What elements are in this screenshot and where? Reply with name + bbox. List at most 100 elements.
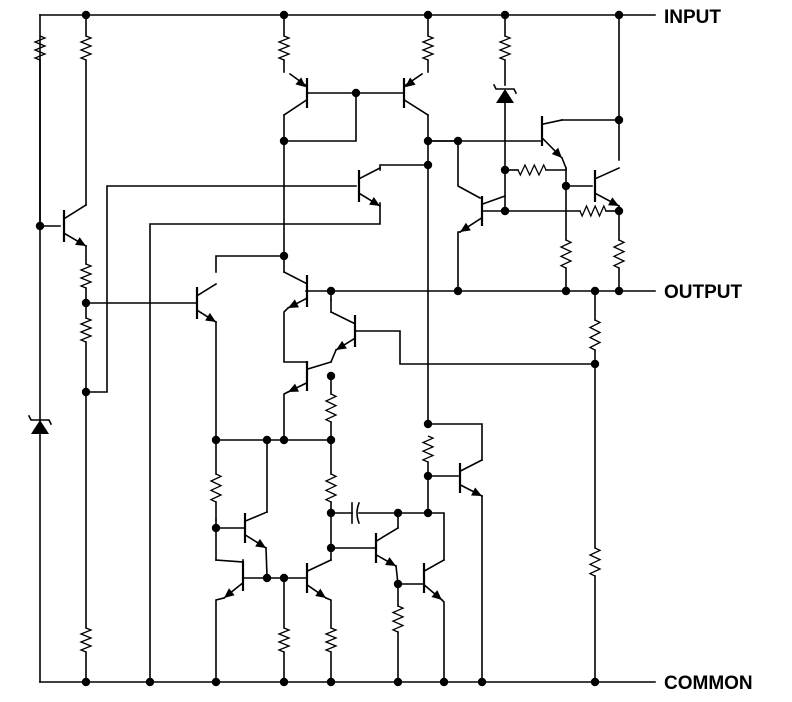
junction-dot	[500, 165, 510, 175]
resistor	[324, 473, 338, 503]
wire	[440, 598, 445, 683]
wire	[215, 255, 285, 273]
emitter-arrow	[336, 340, 347, 350]
junction-dot	[500, 206, 510, 216]
junction-dot	[453, 286, 463, 296]
junction-dot	[614, 10, 624, 20]
wire	[560, 156, 568, 170]
wire	[427, 140, 482, 200]
wire	[324, 596, 332, 629]
junction-dot	[423, 471, 433, 481]
wire	[283, 92, 357, 142]
junction-dot	[439, 677, 449, 687]
transistor-collector	[282, 98, 309, 117]
junction-dot	[279, 10, 289, 20]
junction-dot	[81, 10, 91, 20]
junction-dot	[35, 221, 45, 231]
junction-dot	[326, 508, 336, 518]
junction-dot	[453, 136, 463, 146]
junction-dot	[393, 508, 403, 518]
diode-body	[31, 420, 49, 434]
wires	[39, 14, 656, 683]
wire	[561, 119, 620, 161]
junction-dot	[81, 298, 91, 308]
junction-dot	[423, 10, 433, 20]
resistor	[559, 239, 573, 269]
resistor	[517, 163, 547, 177]
junction-dot	[423, 160, 433, 170]
diode-bar	[27, 414, 53, 426]
junction-dot	[326, 435, 336, 445]
junction-dot	[561, 286, 571, 296]
junction-dot	[590, 286, 600, 296]
emitter-arrow	[295, 77, 306, 88]
junction-dot	[279, 435, 289, 445]
transistor-collector	[541, 119, 563, 126]
transistor-collector	[402, 98, 430, 117]
components	[27, 35, 626, 653]
emitter-arrow	[369, 196, 380, 206]
junction-dot	[423, 136, 433, 146]
junction-dot	[590, 677, 600, 687]
emitter-arrow	[551, 147, 562, 158]
resistor	[79, 627, 93, 653]
junction-dot	[262, 573, 272, 583]
emitter-arrow	[315, 588, 326, 598]
resistor	[324, 393, 338, 423]
transistor-collector	[329, 310, 357, 325]
junction-dot	[211, 435, 221, 445]
wire	[565, 167, 593, 187]
emitter-arrow	[205, 312, 216, 322]
transistor-collector	[62, 203, 88, 220]
resistor	[324, 627, 338, 653]
wire	[149, 202, 381, 683]
junction-dot	[423, 419, 433, 429]
wire	[329, 348, 338, 364]
wire	[85, 185, 357, 393]
emitter-arrow	[471, 487, 482, 496]
junction-dots	[35, 10, 624, 687]
wire	[265, 547, 268, 577]
transistor-collector	[306, 361, 332, 371]
wire	[354, 330, 596, 365]
output-terminal-label: OUTPUT	[664, 282, 743, 303]
resistor	[579, 204, 607, 218]
wire	[379, 164, 429, 171]
junction-dot	[279, 573, 289, 583]
emitter-arrow	[224, 588, 235, 598]
junction-dot	[211, 523, 221, 533]
emitter-arrow	[288, 383, 299, 392]
wire	[283, 306, 308, 363]
capacitor-plate	[356, 501, 361, 525]
transistor-collector	[374, 526, 400, 543]
junction-dot	[590, 359, 600, 369]
emitter-arrow	[405, 77, 416, 88]
junction-dot	[279, 251, 289, 261]
emitter-arrow	[460, 222, 471, 232]
transistor-collector	[195, 282, 218, 297]
resistor	[277, 627, 291, 653]
wire	[427, 512, 445, 561]
junction-dot	[279, 136, 289, 146]
resistor	[33, 35, 47, 61]
common-terminal-label: COMMON	[664, 673, 753, 694]
junction-dot	[614, 286, 624, 296]
emitter-arrow	[431, 590, 442, 600]
junction-dot	[145, 677, 155, 687]
resistor	[79, 317, 93, 343]
transistor-collector	[357, 166, 382, 180]
transistor-collector	[458, 458, 484, 473]
transistor-collector	[282, 270, 309, 285]
transistor-collector	[305, 558, 333, 573]
junction-dot	[262, 435, 272, 445]
resistor	[612, 239, 626, 269]
transistor-collector	[243, 510, 269, 523]
junction-dot	[81, 677, 91, 687]
junction-dot	[614, 206, 624, 216]
diode-bar	[492, 83, 518, 95]
resistor	[79, 35, 93, 61]
emitter-arrow	[75, 237, 86, 246]
resistor	[391, 605, 405, 633]
wire	[215, 559, 244, 563]
